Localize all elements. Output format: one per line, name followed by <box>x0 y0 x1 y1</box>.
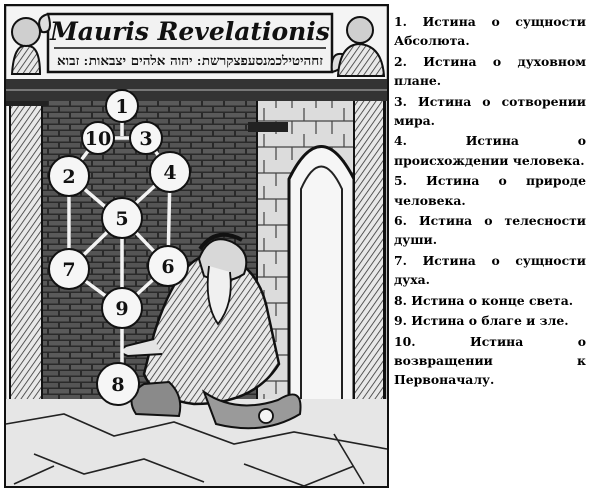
left-cherub-figure <box>10 17 42 75</box>
tree-node-2: 2 <box>48 155 90 197</box>
truth-item-3: 3. Истина о сотворении мира. <box>394 93 586 129</box>
tree-node-5: 5 <box>101 197 143 239</box>
truth-item-4: 4. Истина о происхождении человека. <box>394 133 586 168</box>
truth-item-5: 5. Истина о природе человека. <box>394 173 586 208</box>
right-cherub-figure <box>336 16 386 77</box>
tree-node-8: 8 <box>96 362 140 406</box>
left-pillar <box>9 98 43 440</box>
banner-title: Mauris Revelationis <box>49 17 330 46</box>
truth-item-7: 7. Истина о сущности духа. <box>394 252 586 288</box>
node-number: 1 <box>115 96 128 118</box>
tree-node-1: 1 <box>105 89 139 123</box>
truth-item-8: 8. Истина о конце света. <box>394 292 574 308</box>
tree-node-3: 3 <box>129 121 163 155</box>
banner-hebrew-inscription: זחהיטילכמנסעפצקרשת ׃ יהוה אלהים יצבאות ׃… <box>57 54 323 69</box>
node-number: 10 <box>85 128 111 150</box>
node-number: 3 <box>139 128 152 150</box>
node-number: 8 <box>111 374 124 396</box>
truth-item-6: 6. Истина о телесности души. <box>394 213 586 248</box>
tree-node-4: 4 <box>149 151 191 193</box>
truth-item-10: 10. Истина о возвращении к Первоначалу. <box>394 333 586 388</box>
truth-item-9: 9. Истина о благе и зле. <box>394 313 569 329</box>
node-number: 2 <box>62 166 75 188</box>
node-number: 4 <box>163 162 176 184</box>
truth-item-1: 1. Истина о сущности Абсолюта. <box>394 14 586 49</box>
truths-list: 1. Истина о сущности Абсолюта. 2. Истина… <box>394 12 586 391</box>
kneeling-scholar-figure <box>120 232 302 430</box>
cracked-floor <box>5 399 388 487</box>
truth-item-2: 2. Истина о духовном плане. <box>394 53 586 89</box>
tree-node-7: 7 <box>48 248 90 290</box>
tree-node-10: 10 <box>81 121 115 155</box>
node-number: 6 <box>161 256 174 278</box>
node-number: 5 <box>115 208 128 230</box>
node-number: 9 <box>115 298 128 320</box>
node-number: 7 <box>62 259 75 281</box>
arched-doorway <box>248 98 386 430</box>
tree-node-6: 6 <box>147 245 189 287</box>
engraving-illustration: Mauris Revelationis זחהיטילכמנסעפצקרשת ׃… <box>4 4 389 488</box>
tree-node-9: 9 <box>101 287 143 329</box>
